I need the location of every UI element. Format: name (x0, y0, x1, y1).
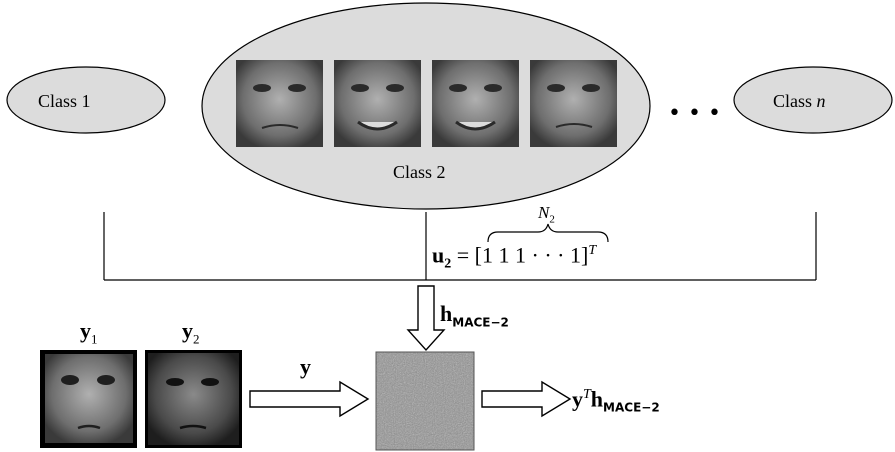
output-y: y (572, 386, 583, 412)
bracket-open: [ (474, 242, 482, 268)
face-image-y2 (145, 350, 242, 448)
hmace-label: hMACE−2 (440, 301, 509, 330)
n2-brace (487, 223, 609, 243)
classn-ellipse (733, 66, 893, 134)
class1-ellipse (6, 66, 166, 134)
y1-subscript: 1 (91, 331, 98, 347)
down-arrow-hmace (406, 285, 446, 352)
class2-face-image-4 (530, 60, 617, 147)
output-h: h (590, 386, 604, 412)
hmace-h: h (440, 301, 453, 326)
output-transpose: T (583, 387, 591, 402)
y2-symbol: y (182, 318, 193, 343)
n2-symbol: N (538, 203, 550, 222)
class2-face-image-2 (334, 60, 421, 147)
y2-label: y2 (182, 318, 200, 347)
class2-ellipse (201, 2, 651, 210)
equals-sign: = (456, 242, 470, 268)
hmace-subscript: MACE−2 (452, 315, 509, 330)
output-label: yThMACE−2 (572, 388, 660, 414)
ellipsis-dots: • • • (668, 101, 721, 126)
class2-face-image-1 (236, 60, 323, 147)
output-subscript: MACE−2 (603, 400, 660, 415)
right-arrow-output (481, 380, 572, 418)
class2-face-image-3 (432, 60, 519, 147)
n2-label: N2 (538, 204, 555, 225)
classn-prefix: Class (773, 91, 817, 111)
u2-equation: u2 = [1 1 1 · · · 1]T (432, 244, 596, 272)
u2-symbol: u (432, 242, 445, 268)
mace-filter-image (375, 351, 475, 451)
classn-variable: n (816, 91, 826, 111)
ones-entries: 1 1 1 · · · 1 (482, 242, 581, 268)
transpose-superscript: T (588, 243, 597, 258)
y1-symbol: y (80, 318, 91, 343)
u2-subscript: 2 (444, 256, 452, 272)
y1-label: y1 (80, 318, 98, 347)
face-image-y1 (40, 350, 137, 448)
class2-label: Class 2 (393, 162, 446, 182)
right-arrow-y (249, 380, 370, 418)
y2-subscript: 2 (193, 331, 200, 347)
y-arrow-label: y (300, 354, 311, 379)
n2-subscript: 2 (549, 213, 555, 226)
class1-label: Class 1 (38, 91, 91, 111)
classn-label: Class n (773, 92, 826, 110)
bracket-close: ] (580, 242, 589, 268)
